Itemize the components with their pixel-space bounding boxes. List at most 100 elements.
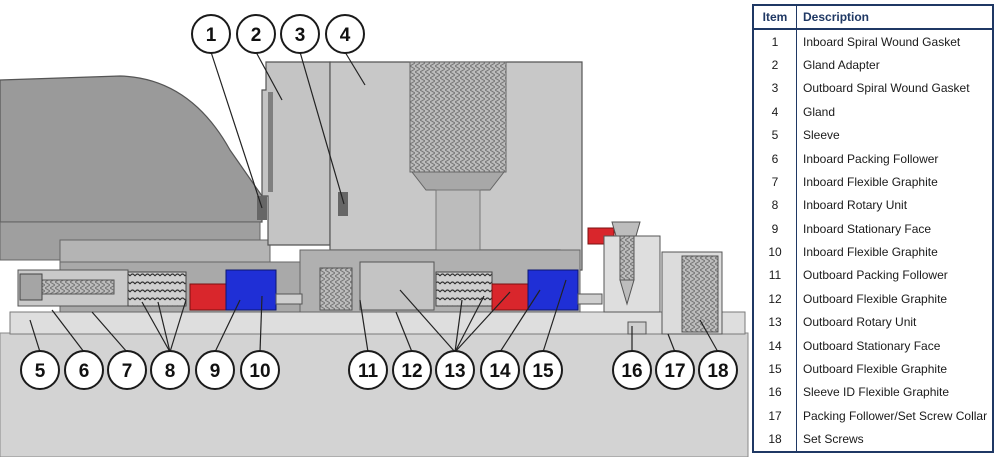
callout-4: 4 (325, 14, 365, 54)
callout-label: 12 (401, 361, 422, 382)
outboard-gasket (338, 192, 348, 216)
callout-label: 7 (122, 361, 133, 382)
item-number: 3 (753, 76, 797, 101)
outboard-stationary-face-red (491, 283, 531, 311)
item-description: Inboard Stationary Face (803, 221, 932, 236)
outboard-rotary-unit (435, 271, 493, 307)
callout-10: 10 (240, 350, 280, 390)
item-number: 15 (753, 357, 797, 381)
item-description: Sleeve ID Flexible Graphite (803, 385, 950, 400)
callout-18: 18 (698, 350, 738, 390)
callout-8: 8 (150, 350, 190, 390)
table-row: 4 Gland (753, 100, 993, 124)
item-description: Outboard Flexible Graphite (803, 361, 948, 376)
item-description: Outboard Packing Follower (803, 268, 948, 283)
item-description: Inboard Flexible Graphite (803, 245, 938, 260)
item-description: Inboard Rotary Unit (803, 198, 908, 213)
set-screws (681, 255, 719, 333)
inboard-stationary-face-blue (225, 269, 277, 311)
leader-lines (29, 51, 719, 353)
item-number: 1 (753, 29, 797, 54)
table-row: 10 Inboard Flexible Graphite (753, 240, 993, 264)
callout-1: 1 (191, 14, 231, 54)
callout-label: 2 (251, 25, 262, 46)
callout-11: 11 (348, 350, 388, 390)
callout-2: 2 (236, 14, 276, 54)
callout-6: 6 (64, 350, 104, 390)
gland-threaded-port (409, 61, 507, 173)
callout-label: 8 (165, 361, 176, 382)
outboard-pin (577, 293, 603, 305)
item-description: Inboard Flexible Graphite (803, 174, 938, 189)
column-header-description: Description (796, 5, 993, 30)
gland-adapter-groove-left (268, 92, 273, 192)
sleeve-id-graphite (627, 321, 647, 335)
inboard-stationary-face-red (189, 283, 229, 311)
callout-12: 12 (392, 350, 432, 390)
callout-label: 17 (664, 361, 685, 382)
item-description: Outboard Rotary Unit (803, 315, 917, 330)
callout-label: 13 (444, 361, 465, 382)
item-number: 16 (753, 380, 797, 405)
item-number: 5 (753, 123, 797, 147)
item-number: 6 (753, 146, 797, 171)
item-description: Outboard Stationary Face (803, 338, 941, 353)
table-row: 11 Outboard Packing Follower (753, 263, 993, 288)
column-header-item: Item (753, 5, 797, 30)
item-number: 10 (753, 240, 797, 264)
table-row: 6 Inboard Packing Follower (753, 146, 993, 171)
callout-9: 9 (195, 350, 235, 390)
item-description: Set Screws (803, 432, 864, 447)
inboard-set-screw (41, 279, 115, 295)
callout-14: 14 (480, 350, 520, 390)
plug-screw (611, 221, 641, 237)
item-description: Inboard Spiral Wound Gasket (803, 34, 961, 49)
gland-port-taper (410, 171, 506, 191)
item-description: Gland (803, 104, 836, 119)
item-number: 4 (753, 100, 797, 124)
callout-17: 17 (655, 350, 695, 390)
item-description: Packing Follower/Set Screw Collar (803, 408, 988, 423)
gland-port-bore (435, 189, 481, 253)
inboard-rotary-unit (127, 271, 187, 307)
table-row: 18 Set Screws (753, 427, 993, 452)
plug-screw-tip (619, 279, 635, 306)
inboard-pin (275, 293, 303, 305)
item-description: Gland Adapter (803, 58, 880, 73)
callout-label: 18 (707, 361, 728, 382)
table-row: 15 Outboard Flexible Graphite (753, 357, 993, 381)
table-row: 2 Gland Adapter (753, 53, 993, 77)
callout-label: 4 (340, 25, 351, 46)
item-description: Inboard Packing Follower (803, 151, 939, 166)
item-number: 18 (753, 427, 797, 452)
callout-5: 5 (20, 350, 60, 390)
callout-label: 14 (489, 361, 511, 382)
callout-16: 16 (612, 350, 652, 390)
item-number: 11 (753, 263, 797, 288)
callout-label: 3 (295, 25, 306, 46)
table-header-row: Item Description (753, 5, 993, 30)
item-number: 13 (753, 310, 797, 334)
outboard-packing-follower (319, 267, 353, 311)
callout-label: 6 (79, 361, 90, 382)
table-row: 5 Sleeve (753, 123, 993, 147)
callout-3: 3 (280, 14, 320, 54)
seal-cross-section-drawing: 1 2 3 4 5 6 7 8 9 10 11 12 13 14 15 16 1… (0, 14, 749, 457)
callout-label: 1 (206, 25, 217, 46)
item-description: Sleeve (803, 128, 840, 143)
inboard-set-screw-head (19, 273, 43, 301)
outboard-stationary-face-blue (527, 269, 579, 311)
outboard-flexible-graphite (359, 261, 435, 311)
item-number: 2 (753, 53, 797, 77)
callout-13: 13 (435, 350, 475, 390)
callout-label: 15 (532, 361, 554, 382)
equipment-housing (0, 75, 263, 223)
item-number: 7 (753, 170, 797, 194)
plug-screw-shank (619, 235, 635, 281)
